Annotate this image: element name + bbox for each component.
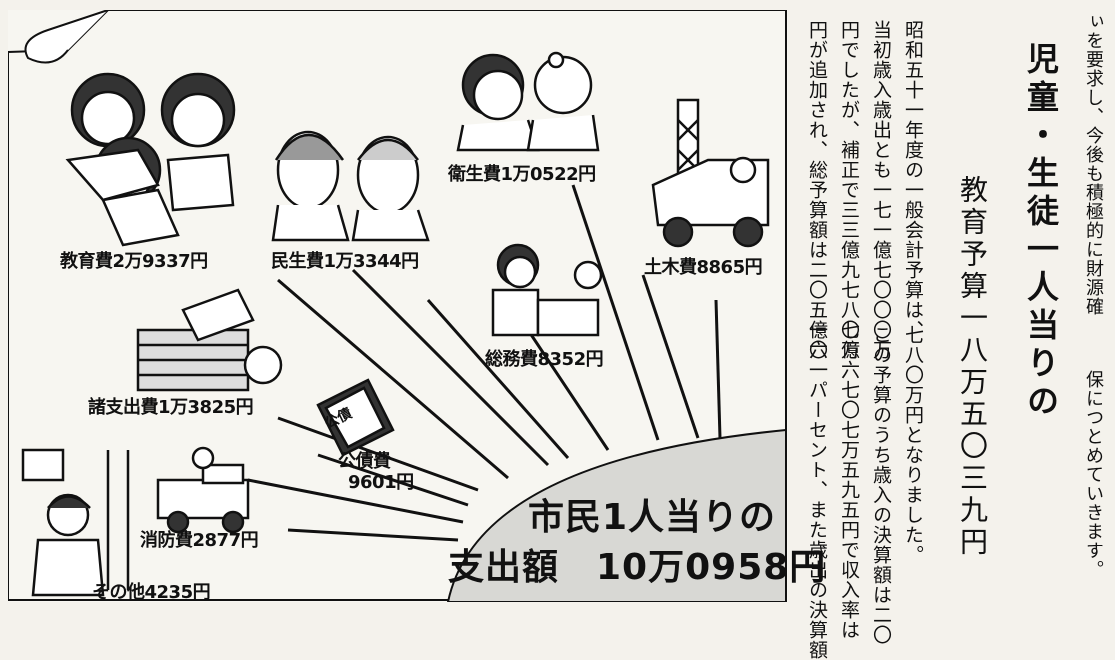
article-body-line-2: 当初歳入歳出とも一七一億七〇〇〇万 [870,20,892,360]
article-headline: 児童・生徒一人当りの [1022,42,1060,422]
health-figures [456,51,600,152]
total-amount: 支出額 10万0958円 [448,547,827,588]
total-dome [446,428,787,602]
article-top-fragment: ぃを要求し、今後も積極的に財源確 [1083,12,1104,316]
welfare-figures [271,130,430,242]
label-bond-value: 9601円 [348,472,414,493]
label-misc: 諸支出費1万3825円 [88,397,254,418]
bond-book [316,378,395,457]
label-health: 衛生費1万0522円 [448,164,596,185]
curled-corner [24,10,109,64]
label-general: 総務費8352円 [485,349,604,370]
label-education: 教育費2万9337円 [60,251,208,272]
article-body-line-1: 昭和五十一年度の一般会計予算は、 [902,20,924,340]
civil-engineering-truck [651,98,770,248]
article-subhead: 教育予算一八万五〇三九円 [956,175,989,559]
worker-figure [21,448,130,597]
general-affairs-figures [491,243,603,337]
education-figures [65,72,236,247]
article-body-line-4: 円が追加され、総予算額は二〇五億六 [806,20,828,360]
article-body-line-7: 七億六七〇七万五九五円で収入率は [838,320,860,640]
label-other: その他4235円 [92,582,211,603]
money-bundles [136,288,283,392]
article-body-line-3: 円でしたが、補正で三三億九七八〇万 [838,20,860,360]
label-bond: 公債費 [338,451,391,472]
expenditure-illustration-panel: 教育費2万9337円 民生費1万3344円 衛生費1万0522円 土木費8865… [8,10,825,603]
article-body-line-5: 七八〇万円となりました。 [902,325,924,565]
label-civil: 土木費8865円 [644,257,763,278]
newspaper-page: 教育費2万9337円 民生費1万3344円 衛生費1万0522円 土木費8865… [8,10,1104,660]
leader-lines [247,184,722,542]
panel-drawing [8,10,787,602]
article-top-fragment-2: 保につとめていきます。 [1083,370,1104,579]
fire-truck [156,446,250,534]
total-heading: 市民1人当りの [528,497,777,538]
label-welfare: 民生費1万3344円 [271,251,419,272]
article-body-line-8: 一〇一パーセント、また歳出の決算額 [806,320,828,660]
label-fire: 消防費2877円 [140,530,259,551]
article-body-line-6: この予算のうち歳入の決算額は二〇 [870,325,892,645]
